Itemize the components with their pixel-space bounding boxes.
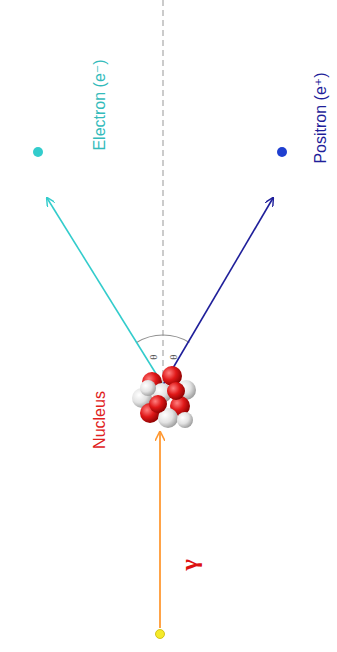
particle-label: Positron (e⁺) (312, 72, 330, 163)
photon-source (156, 630, 165, 639)
angle-label: θ (147, 354, 160, 359)
axis-line (162, 0, 163, 385)
particle-label: Electron (e⁻) (91, 59, 109, 150)
angle-arc (137, 335, 163, 343)
angle-label: θ (167, 354, 180, 359)
positron-track (163, 198, 273, 385)
nucleus-illustration (132, 366, 196, 428)
electron-particle (33, 147, 43, 157)
nucleus-label: Nucleus (91, 391, 109, 449)
positron-particle (277, 147, 287, 157)
electron-track (47, 198, 163, 385)
photon-track (159, 432, 161, 628)
angle-arc (163, 335, 189, 343)
photon-label: γ (176, 559, 204, 570)
